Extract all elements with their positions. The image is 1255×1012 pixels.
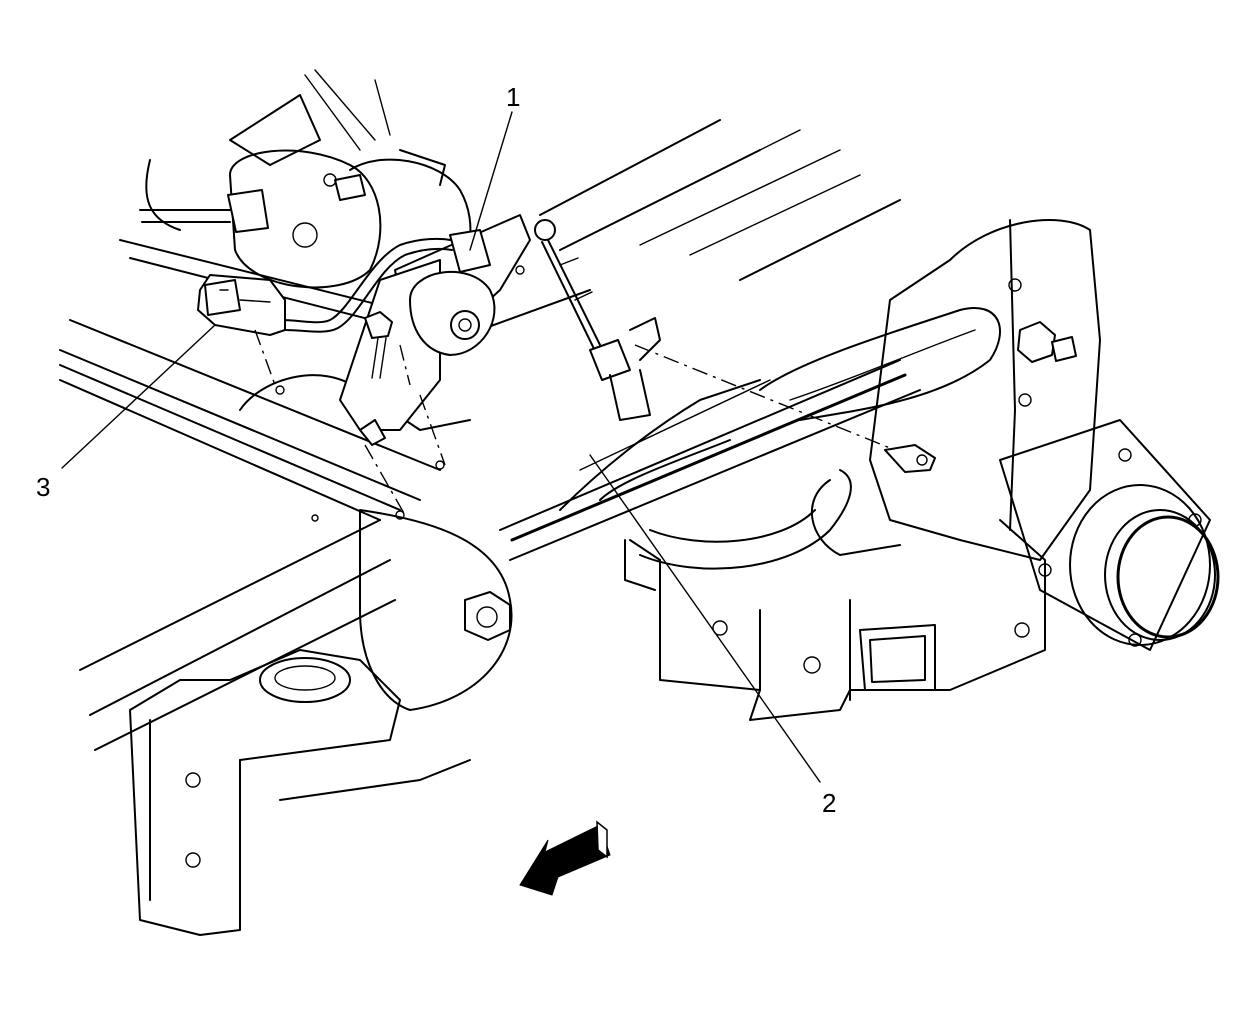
frame-rail (59, 239, 591, 751)
callout-leaders (61, 111, 821, 783)
front-direction-arrow-icon (519, 820, 611, 896)
fastener-centerlines (254, 329, 896, 516)
sensor-bolt-upper (364, 311, 393, 379)
wiring-harness (279, 237, 453, 333)
sensor-link-rod (534, 219, 661, 421)
callout-2: 2 (822, 788, 836, 818)
fastener-bolt (884, 444, 936, 473)
axle-flange (624, 419, 1220, 721)
control-arm-bracket (759, 219, 1101, 561)
axle-tube (499, 359, 921, 561)
height-sensor (339, 214, 531, 446)
crossmember (599, 439, 852, 570)
callout-1: 1 (506, 82, 520, 112)
driveshaft-tube (139, 69, 901, 281)
spring-hanger-bolt (1017, 321, 1077, 363)
callout-3: 3 (36, 472, 50, 502)
spring-hanger-bracket (129, 509, 513, 936)
sensor-connector (197, 274, 286, 336)
